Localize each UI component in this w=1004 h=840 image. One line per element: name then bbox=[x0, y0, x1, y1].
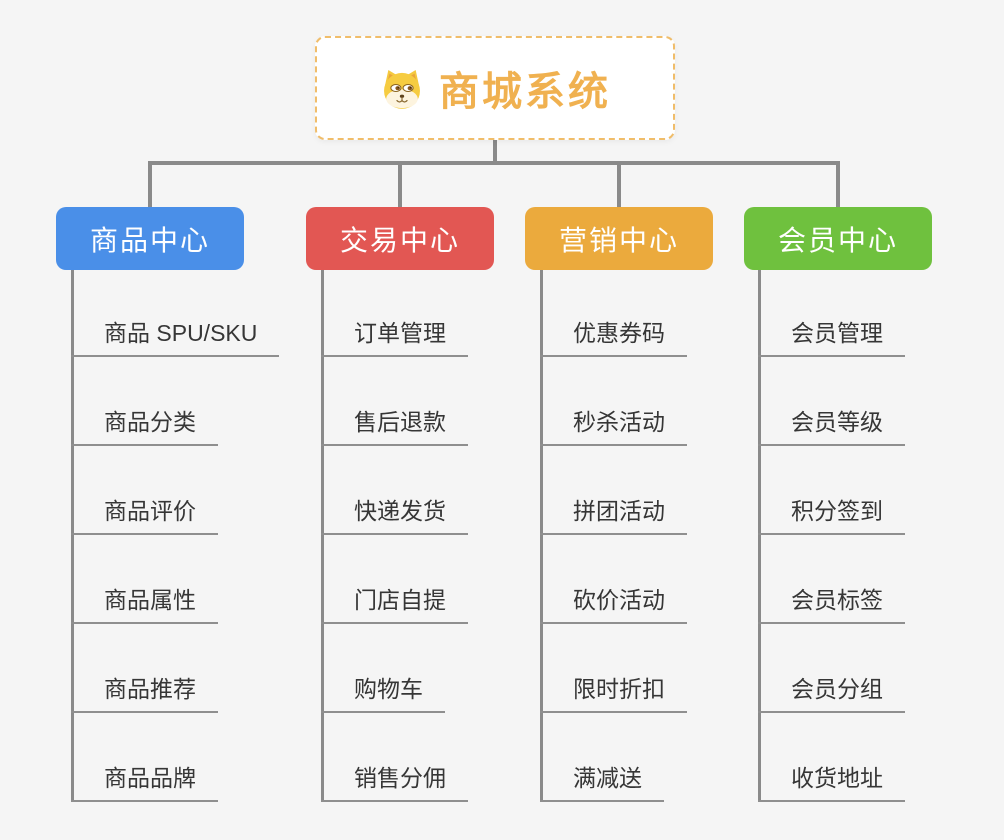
connector-drop-member-center bbox=[836, 163, 840, 207]
trunk-line-trade-center bbox=[321, 270, 324, 802]
trunk-line-marketing-center bbox=[540, 270, 543, 802]
leaf-node[interactable]: 积分签到 bbox=[758, 497, 905, 535]
leaf-node[interactable]: 商品属性 bbox=[71, 586, 218, 624]
connector-drop-trade-center bbox=[398, 163, 402, 207]
leaf-node[interactable]: 满减送 bbox=[540, 764, 664, 802]
connector-horizontal-rail bbox=[148, 161, 840, 165]
leaf-node[interactable]: 商品推荐 bbox=[71, 675, 218, 713]
shiba-dog-icon bbox=[379, 66, 425, 110]
connector-drop-product-center bbox=[148, 163, 152, 207]
leaf-node[interactable]: 快递发货 bbox=[321, 497, 468, 535]
leaf-node[interactable]: 商品分类 bbox=[71, 408, 218, 446]
branch-header-member-center[interactable]: 会员中心 bbox=[744, 207, 932, 270]
leaf-node[interactable]: 商品 SPU/SKU bbox=[71, 319, 280, 357]
leaf-node[interactable]: 商品评价 bbox=[71, 497, 218, 535]
trunk-line-product-center bbox=[71, 270, 74, 802]
branch-header-trade-center[interactable]: 交易中心 bbox=[306, 207, 494, 270]
leaf-node[interactable]: 会员分组 bbox=[758, 675, 905, 713]
trunk-line-member-center bbox=[758, 270, 761, 802]
leaf-node[interactable]: 会员管理 bbox=[758, 319, 905, 357]
leaf-node[interactable]: 收货地址 bbox=[758, 764, 905, 802]
leaf-node[interactable]: 订单管理 bbox=[321, 319, 468, 357]
root-label: 商城系统 bbox=[439, 70, 611, 114]
leaf-node[interactable]: 秒杀活动 bbox=[540, 408, 687, 446]
branch-label: 商品中心 bbox=[89, 224, 210, 256]
root-node[interactable]: 商城系统 bbox=[315, 36, 675, 140]
branch-header-product-center[interactable]: 商品中心 bbox=[56, 207, 244, 270]
leaf-node[interactable]: 商品品牌 bbox=[71, 764, 218, 802]
branch-header-marketing-center[interactable]: 营销中心 bbox=[525, 207, 713, 270]
leaf-node[interactable]: 售后退款 bbox=[321, 408, 468, 446]
leaf-node[interactable]: 门店自提 bbox=[321, 586, 468, 624]
branch-label: 会员中心 bbox=[777, 224, 898, 256]
branch-label: 交易中心 bbox=[339, 224, 460, 256]
connector-root-stub bbox=[493, 140, 497, 165]
leaf-node[interactable]: 优惠券码 bbox=[540, 319, 687, 357]
leaf-node[interactable]: 砍价活动 bbox=[540, 586, 687, 624]
leaf-node[interactable]: 会员标签 bbox=[758, 586, 905, 624]
leaf-node[interactable]: 拼团活动 bbox=[540, 497, 687, 535]
leaf-node[interactable]: 购物车 bbox=[321, 675, 445, 713]
leaf-node[interactable]: 限时折扣 bbox=[540, 675, 687, 713]
connector-drop-marketing-center bbox=[617, 163, 621, 207]
leaf-node[interactable]: 会员等级 bbox=[758, 408, 905, 446]
branch-label: 营销中心 bbox=[558, 224, 679, 256]
leaf-node[interactable]: 销售分佣 bbox=[321, 764, 468, 802]
